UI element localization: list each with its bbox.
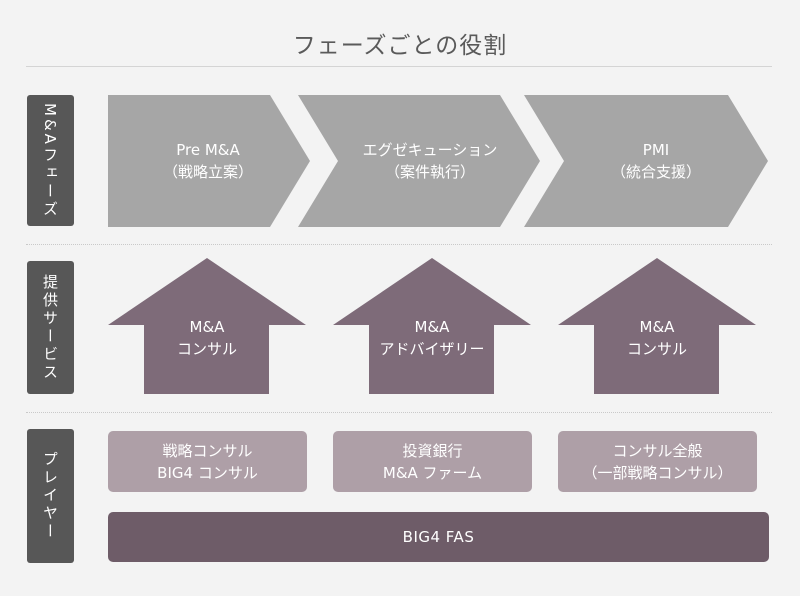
phase-pre-ma-sub: （戦略立案） <box>162 163 253 181</box>
player-1-line1: 戦略コンサル <box>162 441 253 460</box>
player-3-line2: （一部戦略コンサル） <box>582 463 733 482</box>
service-2-line1: M&A <box>414 318 450 336</box>
row-label-player: プレイヤー <box>27 429 74 563</box>
phase-execution-sub: （案件執行） <box>384 163 475 181</box>
phase-pmi-sub: （統合支援） <box>610 163 701 181</box>
row-label-service-text: 提供サービス <box>41 273 59 382</box>
phase-chevron-pmi <box>524 95 768 227</box>
row-divider-1 <box>26 244 772 245</box>
service-1-label: M&A コンサル <box>137 316 277 360</box>
service-arrow-2 <box>333 258 531 394</box>
service-3-label: M&A コンサル <box>587 316 727 360</box>
row-label-phase-text: M&Aフェーズ <box>41 102 59 219</box>
phase-execution-label: エグゼキューション （案件執行） <box>340 139 520 183</box>
service-arrow-3 <box>558 258 756 394</box>
big4-fas-bar: BIG4 FAS <box>108 512 769 562</box>
service-3-line2: コンサル <box>626 340 687 358</box>
service-arrow-1 <box>108 258 306 394</box>
row-label-phase: M&Aフェーズ <box>27 95 74 226</box>
phase-chevron-pre-ma <box>108 95 310 227</box>
player-box-2: 投資銀行 M&A ファーム <box>333 431 532 492</box>
player-1-line2: BIG4 コンサル <box>157 463 258 482</box>
player-2-line1: 投資銀行 <box>402 441 463 460</box>
row-label-player-text: プレイヤー <box>41 451 59 541</box>
player-box-3: コンサル全般 （一部戦略コンサル） <box>558 431 757 492</box>
row-divider-2 <box>26 412 772 413</box>
service-2-label: M&A アドバイザリー <box>362 316 502 360</box>
phase-pre-ma-label: Pre M&A （戦略立案） <box>128 139 288 183</box>
title-divider <box>26 66 772 67</box>
row-label-service: 提供サービス <box>27 261 74 394</box>
player-box-1: 戦略コンサル BIG4 コンサル <box>108 431 307 492</box>
service-3-line1: M&A <box>639 318 675 336</box>
phase-chevron-execution <box>298 95 540 227</box>
phase-pre-ma-name: Pre M&A <box>176 141 240 159</box>
phase-pmi-name: PMI <box>642 141 670 159</box>
page-title: フェーズごとの役割 <box>292 33 508 59</box>
player-3-line1: コンサル全般 <box>612 441 703 460</box>
phase-pmi-label: PMI （統合支援） <box>576 139 736 183</box>
player-2-line2: M&A ファーム <box>382 463 483 482</box>
service-1-line1: M&A <box>189 318 225 336</box>
service-1-line2: コンサル <box>176 340 237 358</box>
service-2-line2: アドバイザリー <box>379 340 485 358</box>
phase-execution-name: エグゼキューション <box>362 141 498 159</box>
